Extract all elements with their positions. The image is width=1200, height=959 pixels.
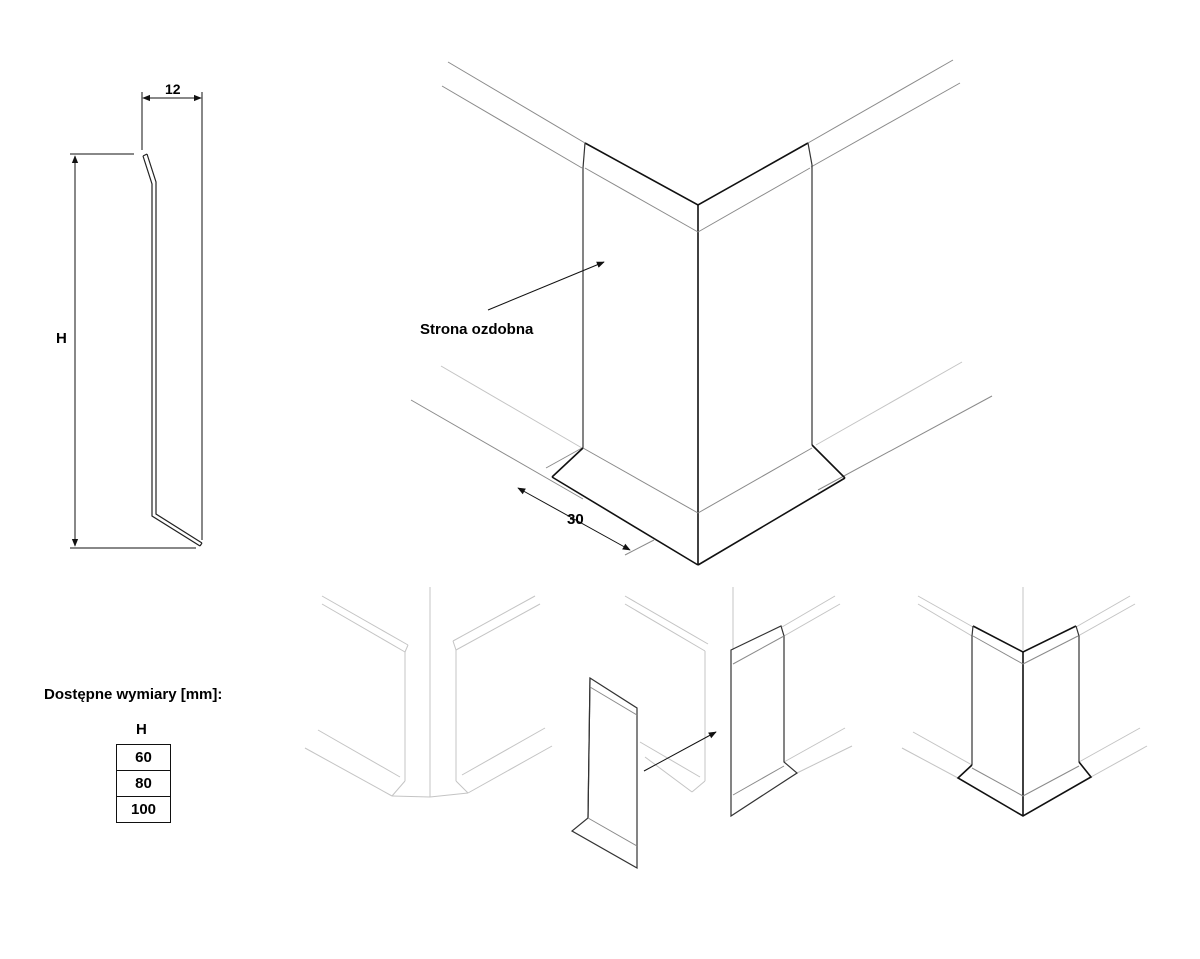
table-row: 60 [116,744,171,771]
step-2-assembly [570,587,853,870]
table-row: 100 [116,796,171,823]
finished-right-top [1075,625,1080,637]
floor-corner-right [429,792,469,798]
wall-top-left-2 [917,603,973,637]
skirting-line-right [815,361,963,446]
corner-left-top [582,142,586,169]
wall-top-line-right [807,59,954,144]
wall-top-left-2 [321,603,406,653]
finished-inner-top-left [972,635,1024,665]
finished-left-top [971,625,974,637]
corner-top-edge [584,142,809,206]
skirting-right-low [783,727,846,763]
wall-top-right [1075,595,1131,628]
wall-top-right-2 [783,603,841,637]
skirting-line-left [440,365,583,449]
skirting-cap-left [404,644,409,653]
profile-cross-section [70,92,203,549]
finished-top-edge [972,625,1077,653]
finished-flange [956,761,1093,817]
callout-arrow [487,261,605,311]
flange-left-bend [551,447,584,478]
wall-top-left [917,595,974,628]
wall-top-right [452,595,536,642]
dimensions-title: Dostępne wymiary [mm]: [44,686,223,703]
skirting-right-low [461,727,546,776]
width-label: 12 [165,81,181,97]
floor-corner-left [391,795,431,798]
finished-inner-top-right [1022,635,1079,665]
flange-ext-upper [545,447,583,469]
dimension-cell: 60 [116,744,171,771]
floor-left [644,756,693,793]
installed-inner-bottom [732,765,785,796]
floor-line-right [817,395,993,491]
skirting-foot-left [391,780,406,797]
skirting-right-low [1078,727,1141,763]
skirting-foot-left [691,780,706,793]
corner-right-top [807,142,813,166]
floor-left [901,747,959,779]
floor-left [304,747,393,797]
dimension-cell: 80 [116,770,171,797]
flange-inner-right [697,447,813,514]
skirting-foot-right [455,780,469,794]
wall-top-left [321,595,409,646]
wall-top-right [781,595,836,628]
finished-inner-bottom-left [971,767,1024,797]
skirting-cap-right [452,640,457,651]
main-corner-view [410,59,993,566]
flange-right-edge [697,477,846,566]
profile-bottom-cap [199,542,203,547]
flange-right-bend [811,444,846,479]
floor-right [467,745,553,794]
finished-inner-bottom-right [1022,765,1080,797]
skirting-left-low [912,731,973,766]
wall-top-line-left [447,61,586,144]
step-3-finished-corner [901,587,1148,817]
loose-left-piece [570,676,638,870]
profile-top-cap [142,153,148,157]
wall-top-right-2 [455,603,541,651]
skirting-left-low [317,729,401,778]
callout-label: Strona ozdobna [420,321,534,338]
installed-inner-top [732,635,785,665]
dimension-cell: 100 [116,796,171,823]
height-label: H [56,330,67,347]
inner-top-line-right [697,167,811,233]
floor-right [796,745,853,774]
profile-outline-inner [146,153,203,544]
flange-ext-lower [624,539,655,556]
step-1-bare-corner [304,587,553,798]
wall-top-line-left-2 [441,85,583,169]
floor-line-left [410,399,584,500]
table-row: 80 [116,770,171,797]
dimensions-column-header: H [136,721,147,738]
floor-right [1090,745,1148,778]
inner-top-line-left [584,167,699,233]
skirting-left-low [639,741,701,778]
flange-inner-left [582,447,699,514]
profile-outline-outer [142,155,201,547]
flange-dimension-line [517,487,631,551]
loose-inner-bottom [587,817,638,847]
assembly-arrow [643,731,717,772]
installed-right-piece [730,625,799,818]
loose-piece-edge [587,677,591,819]
flange-label: 30 [567,511,584,528]
wall-top-left [624,595,709,645]
loose-inner-top [589,686,638,716]
dimensions-table: 60 80 100 [116,744,171,823]
wall-top-right-2 [1077,603,1136,637]
wall-top-line-right-2 [810,82,961,168]
wall-top-left-2 [624,603,706,652]
